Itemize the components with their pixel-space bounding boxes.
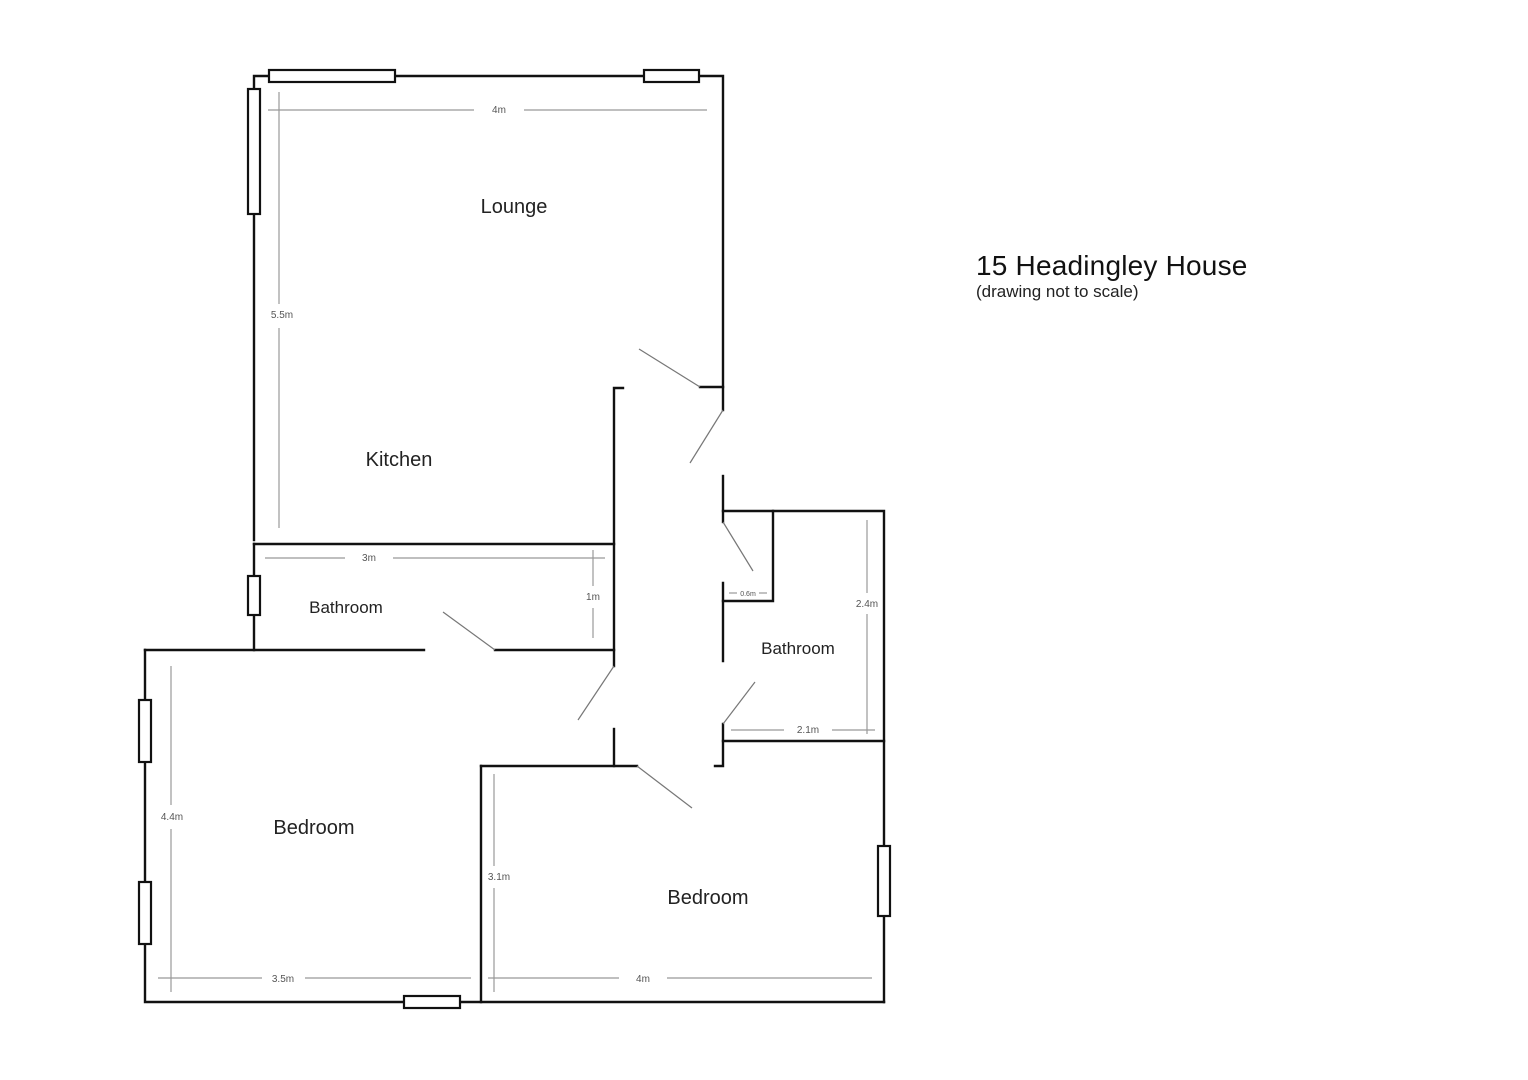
window-icon <box>642 68 701 84</box>
dim-bathroom-depth: 1m <box>586 592 600 603</box>
bedroom-left-outer-wall <box>143 648 406 1004</box>
door-swing-icon <box>638 348 701 388</box>
dimension-lines <box>158 92 875 992</box>
door-swing-icon <box>577 665 615 721</box>
door-swing-icon <box>442 611 496 651</box>
scale-note: (drawing not to scale) <box>976 282 1139 301</box>
dim-closet-width: 0.6m <box>740 591 756 598</box>
room-label-lounge: Lounge <box>481 196 548 218</box>
closet-wall <box>721 509 775 603</box>
room-labels: Lounge Kitchen Bathroom Bathroom Bedroom… <box>273 196 834 909</box>
hall-right-wall-c <box>713 722 725 768</box>
dim-bedroom-left-depth: 4.4m <box>161 812 183 823</box>
lounge-right-wall <box>697 74 725 412</box>
windows <box>137 68 892 1010</box>
door-swing-icon <box>636 765 693 809</box>
dimension-labels: 4m 5.5m 3m 1m 0.6m 2.4m 2.1m 4.4m 3.5m 3… <box>161 105 878 985</box>
room-label-bathroom-main: Bathroom <box>309 598 383 617</box>
window-icon <box>246 574 262 617</box>
window-icon <box>137 698 153 764</box>
room-label-bedroom-right: Bedroom <box>667 887 748 909</box>
door-swing-icon <box>722 521 754 572</box>
dim-bedroom-left-width: 3.5m <box>272 974 294 985</box>
property-title: 15 Headingley House <box>976 250 1248 281</box>
dim-bathroom-width: 3m <box>362 553 376 564</box>
dim-ensuite-width: 2.1m <box>797 725 819 736</box>
window-icon <box>267 68 397 84</box>
ensuite-outer-wall <box>721 509 886 1004</box>
doors <box>442 348 756 809</box>
window-icon <box>876 844 892 918</box>
dim-bedroom-right-depth: 3.1m <box>488 872 510 883</box>
title-block: 15 Headingley House (drawing not to scal… <box>976 250 1248 302</box>
dim-ensuite-depth: 2.4m <box>856 599 878 610</box>
window-icon <box>246 87 262 216</box>
door-swing-icon <box>722 681 756 725</box>
walls <box>143 74 886 1004</box>
dim-bedroom-right-width: 4m <box>636 974 650 985</box>
door-swing-icon <box>689 409 724 464</box>
dim-lounge-width: 4m <box>492 105 506 116</box>
room-label-bedroom-left: Bedroom <box>273 817 354 839</box>
hall-left-wall-upper <box>612 386 625 668</box>
window-icon <box>402 994 462 1010</box>
room-label-bathroom-ensuite: Bathroom <box>761 639 835 658</box>
lounge-left-wall <box>252 74 270 542</box>
window-icon <box>137 880 153 946</box>
dim-lounge-depth: 5.5m <box>271 310 293 321</box>
room-label-kitchen: Kitchen <box>366 449 433 471</box>
